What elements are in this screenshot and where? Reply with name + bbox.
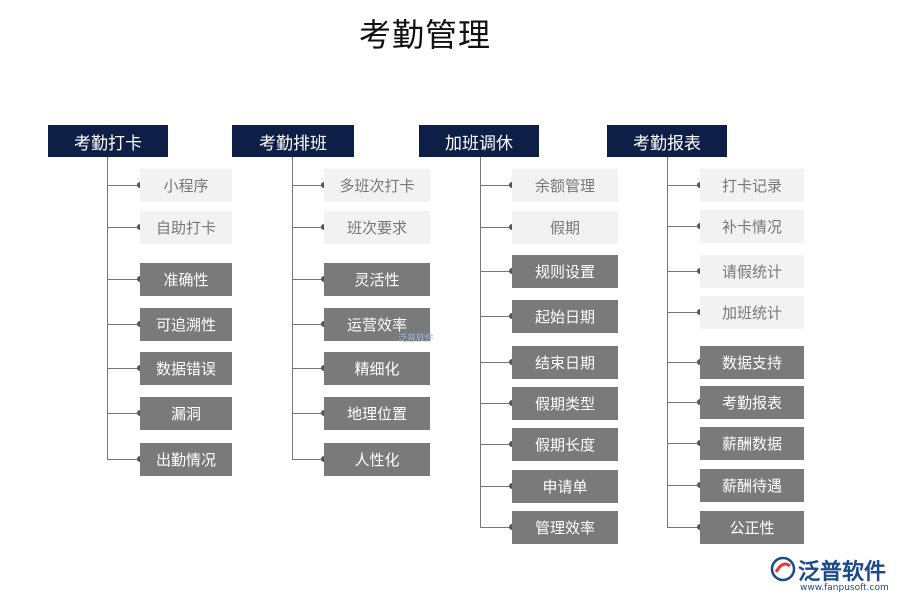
node-box: 自助打卡 [140, 210, 232, 244]
connector-branch [480, 227, 512, 228]
connector-branch [480, 403, 512, 404]
connector-branch [292, 324, 324, 325]
connector-branch [667, 527, 700, 528]
connector-branch [107, 368, 140, 369]
node-box: 规则设置 [512, 254, 618, 288]
connector-branch [107, 413, 140, 414]
node-box: 数据支持 [700, 345, 804, 379]
node-box: 公正性 [700, 510, 804, 544]
connector-branch [107, 324, 140, 325]
connector-branch [480, 362, 512, 363]
node-box: 假期类型 [512, 386, 618, 420]
node-box: 运营效率 [324, 307, 430, 341]
connector-branch [107, 459, 140, 460]
node-box: 漏洞 [140, 396, 232, 430]
node-box: 灵活性 [324, 262, 430, 296]
connector-branch [480, 271, 512, 272]
node-box: 多班次打卡 [324, 168, 430, 202]
node-box: 薪酬数据 [700, 426, 804, 460]
node-box: 结束日期 [512, 345, 618, 379]
node-box: 数据错误 [140, 351, 232, 385]
column-header: 考勤排班 [232, 125, 354, 157]
connector-branch [480, 316, 512, 317]
node-box: 薪酬待遇 [700, 468, 804, 502]
connector-trunk [107, 157, 108, 459]
node-box: 申请单 [512, 469, 618, 503]
connector-trunk [292, 157, 293, 459]
brand-logo: 泛普软件 www.fanpusoft.com [770, 552, 895, 596]
connector-branch [292, 459, 324, 460]
node-box: 假期 [512, 210, 618, 244]
connector-branch [480, 444, 512, 445]
node-box: 可追溯性 [140, 307, 232, 341]
connector-branch [667, 402, 700, 403]
logo-url: www.fanpusoft.com [800, 583, 889, 593]
diagram-title: 考勤管理 [358, 16, 491, 54]
connector-branch [480, 486, 512, 487]
connector-branch [292, 185, 324, 186]
connector-branch [667, 485, 700, 486]
column-header: 考勤打卡 [48, 125, 168, 157]
node-box: 假期长度 [512, 427, 618, 461]
connector-trunk [480, 157, 481, 527]
connector-branch [480, 527, 512, 528]
node-box: 地理位置 [324, 396, 430, 430]
connector-branch [292, 413, 324, 414]
logo-name: 泛普软件 [798, 560, 887, 585]
node-box: 请假统计 [700, 254, 804, 288]
connector-branch [107, 185, 140, 186]
node-box: 补卡情况 [700, 209, 804, 243]
node-box: 小程序 [140, 168, 232, 202]
connector-branch [667, 226, 700, 227]
node-box: 出勤情况 [140, 442, 232, 476]
node-box: 起始日期 [512, 299, 618, 333]
connector-branch [667, 362, 700, 363]
connector-branch [107, 279, 140, 280]
node-box: 考勤报表 [700, 385, 804, 419]
connector-branch [667, 271, 700, 272]
connector-branch [292, 368, 324, 369]
connector-trunk [667, 157, 668, 527]
node-box: 班次要求 [324, 210, 430, 244]
connector-branch [667, 443, 700, 444]
logo-swirl-icon [770, 556, 796, 582]
column-header: 加班调休 [419, 125, 539, 157]
node-box: 精细化 [324, 351, 430, 385]
connector-branch [292, 279, 324, 280]
connector-branch [292, 227, 324, 228]
node-box: 准确性 [140, 262, 232, 296]
column-header: 考勤报表 [607, 125, 727, 157]
node-box: 管理效率 [512, 510, 618, 544]
node-box: 人性化 [324, 442, 430, 476]
watermark: 泛普软件 [398, 334, 435, 344]
connector-branch [480, 185, 512, 186]
node-box: 打卡记录 [700, 168, 804, 202]
node-box: 加班统计 [700, 295, 804, 329]
connector-branch [667, 312, 700, 313]
connector-branch [667, 185, 700, 186]
connector-branch [107, 227, 140, 228]
node-box: 余额管理 [512, 168, 618, 202]
